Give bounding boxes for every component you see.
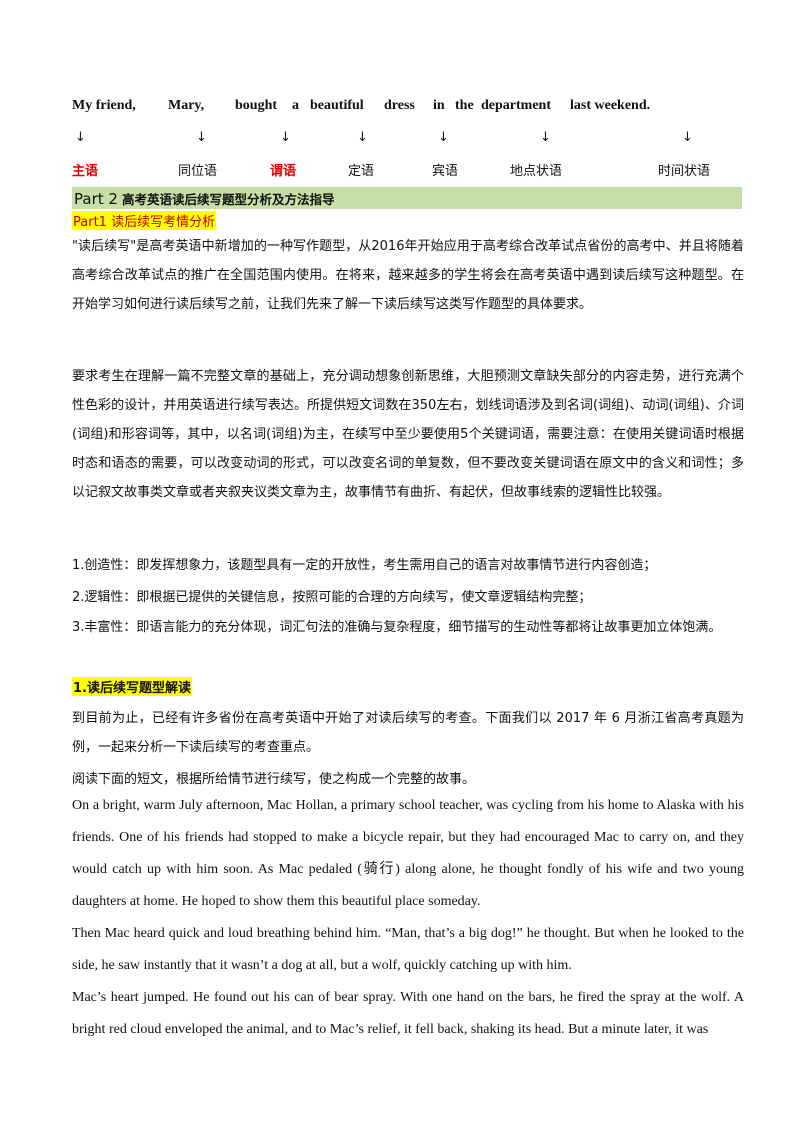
down-arrow-icon: ↓ [682, 130, 693, 145]
role-subject: 主语 [72, 164, 99, 179]
part2-heading-bar [72, 187, 742, 209]
story-paragraph-3: Mac’s heart jumped. He found out his can… [72, 990, 744, 1037]
part2-title: 高考英语读后续写题型分析及方法指导 [121, 192, 335, 207]
down-arrow-icon: ↓ [75, 130, 86, 145]
role-time-adverbial: 时间状语 [658, 164, 711, 179]
sentence-word: Mary, [168, 98, 205, 113]
part1-heading: Part1 读后续写考情分析 [72, 211, 217, 230]
role-appositive: 同位语 [178, 164, 218, 179]
section1-paragraph-2: 阅读下面的短文，根据所给情节进行续写，使之构成一个完整的故事。 [72, 772, 476, 787]
down-arrow-icon: ↓ [280, 130, 291, 145]
sentence-word: dress [384, 98, 415, 113]
list-item-creativity: 1.创造性：即发挥想象力，该题型具有一定的开放性，考生需用自己的语言对故事情节进… [72, 558, 657, 573]
sentence-word: My friend, [72, 98, 136, 113]
story-paragraph-2: Then Mac heard quick and loud breathing … [72, 926, 744, 973]
list-item-richness: 3.丰富性：即语言能力的充分体现，词汇句法的准确与复杂程度，细节描写的生动性等都… [72, 620, 722, 635]
role-predicate: 谓语 [270, 164, 297, 179]
sentence-word: beautiful [310, 98, 364, 113]
down-arrow-icon: ↓ [438, 130, 449, 145]
intro-paragraph-2: 要求考生在理解一篇不完整文章的基础上，充分调动想象创新思维，大胆预测文章缺失部分… [72, 369, 744, 500]
list-item-logic: 2.逻辑性：即根据已提供的关键信息，按照可能的合理的方向续写，使文章逻辑结构完整… [72, 590, 592, 605]
section1-paragraph-1: 到目前为止，已经有许多省份在高考英语中开始了对读后续写的考查。下面我们以 201… [72, 711, 744, 755]
sentence-word: in [433, 98, 445, 113]
intro-paragraph-1: "读后续写"是高考英语中新增加的一种写作题型，从2016年开始应用于高考综合改革… [72, 239, 744, 312]
role-object: 宾语 [432, 164, 459, 179]
sentence-word: department [481, 98, 551, 113]
down-arrow-icon: ↓ [357, 130, 368, 145]
down-arrow-icon: ↓ [196, 130, 207, 145]
story-paragraph-1: On a bright, warm July afternoon, Mac Ho… [72, 798, 744, 909]
role-attributive: 定语 [348, 164, 375, 179]
sentence-word: a [292, 98, 299, 113]
section1-heading: 1.读后续写题型解读 [72, 677, 192, 696]
sentence-word: last weekend. [570, 98, 651, 113]
part2-label: Part 2 [74, 190, 118, 208]
down-arrow-icon: ↓ [540, 130, 551, 145]
sentence-word: the [455, 98, 474, 113]
role-place-adverbial: 地点状语 [510, 164, 563, 179]
sentence-word: bought [235, 98, 278, 113]
